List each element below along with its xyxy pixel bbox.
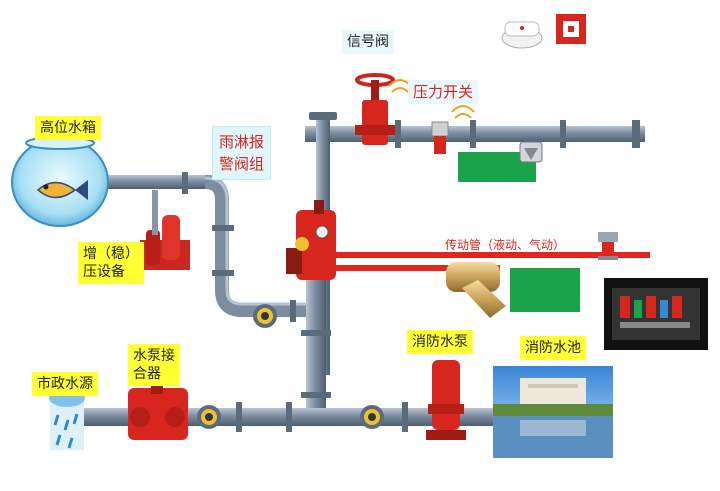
y-strainer [446,262,506,318]
label-pump-adapter: 水泵接 合器 [128,344,180,386]
pump-adapter [128,384,188,440]
label-deluge-valve: 雨淋报 警阀组 [212,126,272,180]
label-tank: 高位水箱 [35,116,101,140]
label-signal-valve: 信号阀 [342,30,394,54]
riser-pipe [301,260,331,425]
label-pressure-switch: 压力开关 [408,80,479,104]
label-transmission-pipe: 传动管（液动、气动） [445,238,566,252]
transmission-pipes [320,252,650,271]
control-box [510,268,580,312]
label-fire-pool: 消防水池 [520,336,586,360]
city-water-icon [49,389,85,450]
fire-pool [493,366,613,458]
butterfly-valve [253,304,277,328]
top-pipe-flanges [395,120,640,148]
tank-bowl [11,136,109,227]
butterfly-valve-3 [360,405,384,429]
fire-pump [426,360,466,440]
sprinkler-head-top [519,141,543,163]
fire-control-panel [604,278,708,350]
pressure-switch [431,105,475,154]
deluge-valve [286,200,336,280]
sprinkler-head-right [598,232,618,260]
manual-alarm [556,14,586,44]
signal-valve [355,73,412,145]
tank-pipe [105,172,310,322]
smoke-detector [501,21,543,49]
label-fire-pump: 消防水泵 [407,330,473,354]
butterfly-valve-2 [197,405,221,429]
label-city-water: 市政水源 [32,372,98,396]
pressurizer-unit [140,190,190,270]
label-pressurizer: 增（稳） 压设备 [78,242,144,284]
